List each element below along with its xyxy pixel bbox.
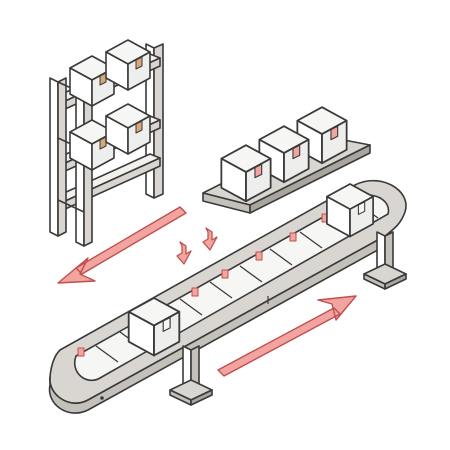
conveyor-leg <box>363 231 407 290</box>
cardboard-box <box>105 39 151 91</box>
left-arrow <box>57 206 187 284</box>
shelf-middle-boxes <box>69 103 151 171</box>
down-arrow <box>202 227 218 251</box>
cardboard-box <box>105 103 151 155</box>
right-arrow <box>217 295 357 377</box>
down-arrow <box>176 241 192 265</box>
cardboard-box <box>69 119 115 171</box>
conveyor-leg <box>169 345 213 406</box>
shelf-top-boxes <box>69 39 151 107</box>
down-arrow-pair <box>176 227 218 265</box>
cardboard-box <box>220 144 272 203</box>
cardboard-box <box>326 183 374 238</box>
cardboard-box <box>258 125 310 184</box>
cardboard-box <box>296 106 348 165</box>
cardboard-box <box>127 297 181 357</box>
conveyor-boxes <box>127 183 374 357</box>
pallet-boxes <box>220 106 348 203</box>
